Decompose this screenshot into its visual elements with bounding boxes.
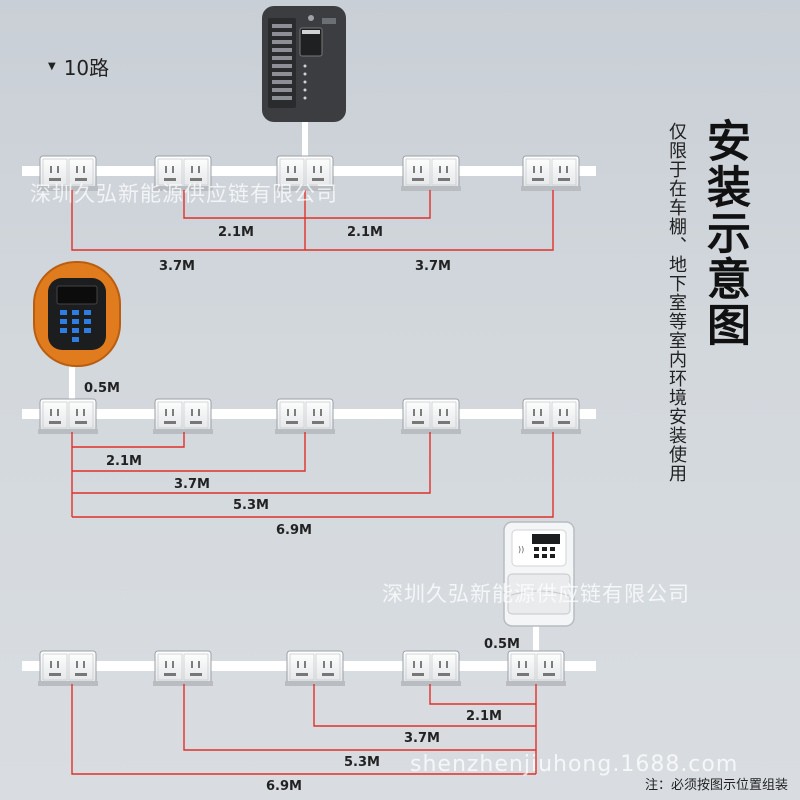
dimension-label: 3.7M	[174, 477, 210, 492]
route-count-label: ▼ 10路	[48, 52, 109, 81]
dimension-label: 2.1M	[218, 225, 254, 240]
watermark: 深圳久弘新能源供应链有限公司	[30, 182, 338, 206]
dimension-label: 2.1M	[106, 454, 142, 469]
socket	[505, 650, 567, 687]
nfc-icon: ))	[518, 545, 524, 554]
dimension-lines	[71, 432, 554, 518]
dimension-label: 3.7M	[404, 731, 440, 746]
diagram-title: 安装示意图	[699, 118, 750, 348]
socket	[152, 398, 214, 435]
socket	[37, 398, 99, 435]
dimension-label: 6.9M	[266, 779, 302, 794]
dimension-label: 5.3M	[233, 498, 269, 513]
grey-controller	[262, 6, 346, 122]
socket	[520, 398, 582, 435]
diagram-grey-controller: 2.1M 2.1M 3.7M 3.7M	[22, 6, 596, 274]
host-offset-label: 0.5M	[84, 381, 120, 396]
watermark: shenzhenjiuhong.1688.com	[410, 752, 739, 777]
route-count-text: 10路	[63, 56, 110, 80]
diagram-white-controller: )) 0.5M 2.1M 3.7M 5.3M 6.9M	[22, 521, 596, 794]
watermark: 深圳久弘新能源供应链有限公司	[382, 582, 690, 606]
diagram-subtitle: 仅限于在车棚、地下室等室内环境安装使用	[666, 122, 687, 483]
socket	[274, 398, 336, 435]
dimension-label: 5.3M	[344, 755, 380, 770]
dimension-label: 2.1M	[347, 225, 383, 240]
host-offset-label: 0.5M	[484, 637, 520, 652]
dimension-lines	[71, 190, 554, 251]
dimension-label: 2.1M	[466, 709, 502, 724]
dimension-label: 3.7M	[415, 259, 451, 274]
white-controller: ))	[503, 521, 575, 627]
orange-controller	[33, 261, 121, 367]
dimension-lines	[71, 684, 537, 775]
socket	[400, 155, 462, 192]
triangle-down-icon: ▼	[48, 61, 56, 72]
socket	[284, 650, 346, 687]
socket	[37, 650, 99, 687]
dimension-label: 3.7M	[159, 259, 195, 274]
socket	[520, 155, 582, 192]
socket	[400, 650, 462, 687]
socket	[152, 650, 214, 687]
dimension-label: 6.9M	[276, 523, 312, 538]
socket	[400, 398, 462, 435]
diagram-orange-controller: 0.5M 2.1M 3.7M 5.3M 6.9M	[22, 261, 596, 538]
assembly-note: 注：必须按图示位置组装	[644, 778, 788, 793]
